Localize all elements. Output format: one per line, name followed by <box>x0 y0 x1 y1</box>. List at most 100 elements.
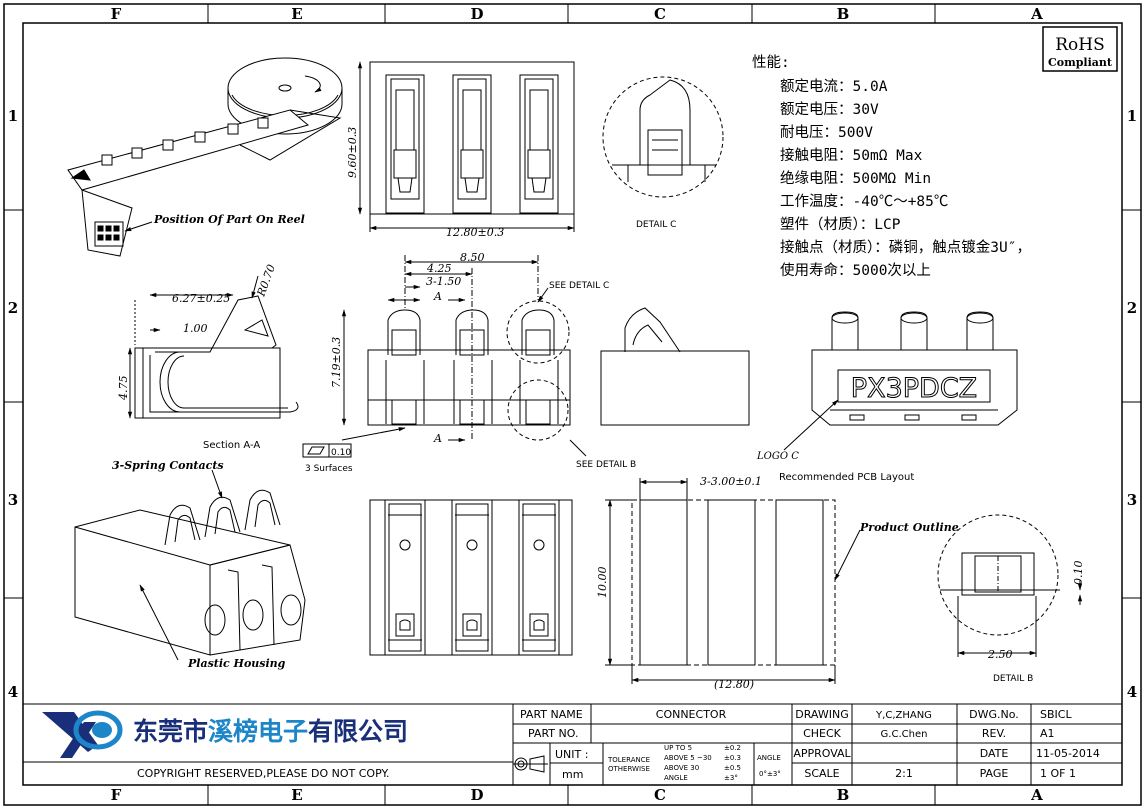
detail-b-label: DETAIL B <box>993 674 1033 684</box>
detail-b-view <box>937 514 1083 657</box>
tol-value: ±0.5 <box>724 764 741 772</box>
tol-value: ±3° <box>724 774 738 782</box>
row-label: 3 <box>1127 491 1137 509</box>
col-label: B <box>837 5 850 23</box>
drawing-value: Y,C,ZHANG <box>875 710 932 721</box>
pcb-height-dim: 10.00 <box>596 567 609 599</box>
rohs-stamp: RoHS Compliant <box>1042 26 1118 72</box>
dim-text: 3-1.50 <box>426 275 461 288</box>
col-label: D <box>470 786 483 804</box>
bottom-view <box>369 499 573 656</box>
drawing-label: DRAWING <box>795 708 848 721</box>
copyright: COPYRIGHT RESERVED,PLEASE DO NOT COPY. <box>137 767 389 780</box>
check-label: CHECK <box>803 727 842 740</box>
col-label: F <box>111 5 122 23</box>
row-label: 2 <box>8 299 18 317</box>
dim-text: A <box>433 290 442 303</box>
part-name-label: PART NAME <box>520 708 583 721</box>
specs-heading: 性能: <box>752 54 790 71</box>
unit-label: UNIT : <box>555 748 588 761</box>
border-frame <box>3 3 1142 806</box>
angle-value: 0°±3° <box>759 770 781 778</box>
row-label: 2 <box>1127 299 1137 317</box>
border-labels: F E D C B A F E D C B A 1 2 3 4 1 2 3 4 <box>8 5 1137 804</box>
logo-marking: PX3PDCZ <box>851 373 977 404</box>
dwg-value: SBICL <box>1040 708 1072 721</box>
page-value: 1 OF 1 <box>1040 767 1076 780</box>
page-label: PAGE <box>980 767 1009 780</box>
flatness-note: 3 Surfaces <box>305 464 353 474</box>
part-name-value: CONNECTOR <box>656 708 727 721</box>
angle-label: ANGLE <box>757 754 781 762</box>
col-label: E <box>291 786 302 804</box>
housing-label: Plastic Housing <box>187 657 286 670</box>
dim-text: 12.80±0.3 <box>446 226 504 239</box>
company-name: 东莞市溪榜电子有限公司 <box>133 717 408 746</box>
tol-range: ANGLE <box>664 774 688 782</box>
see-detail-b: SEE DETAIL B <box>576 460 636 470</box>
section-aa-view <box>127 275 299 419</box>
front-3d-view <box>783 311 1018 451</box>
dwg-label: DWG.No. <box>969 708 1019 721</box>
check-value: G.C.Chen <box>881 729 928 740</box>
flatness-value: 0.10 <box>331 448 351 458</box>
dim-text: 7.19±0.3 <box>330 337 343 388</box>
specs-block: 性能: 额定电流：5.0A 额定电压：30V 耐电压：500V 接触电阻：50m… <box>752 54 1031 279</box>
rev-value: A1 <box>1040 727 1055 740</box>
scale-value: 2:1 <box>895 767 913 780</box>
spec-item: 使用寿命：5000次以上 <box>780 261 931 279</box>
spec-item: 额定电压：30V <box>780 101 879 118</box>
col-label: B <box>837 786 850 804</box>
dim-text: 6.27±0.25 <box>172 292 230 305</box>
reel-note: Position Of Part On Reel <box>153 213 305 226</box>
row-label: 4 <box>8 683 18 701</box>
row-label: 1 <box>1127 107 1137 125</box>
spec-item: 耐电压：500V <box>780 124 873 141</box>
detail-b-dim: 0.10 <box>1072 561 1085 586</box>
reel-view <box>67 57 343 257</box>
spec-item: 接触电阻：50mΩ Max <box>780 147 923 164</box>
detail-c-label: DETAIL C <box>636 220 676 230</box>
spec-item: 接触点（材质）：磷铜，触点镀金3U″， <box>780 239 1031 256</box>
dim-text: R0.70 <box>254 263 278 299</box>
product-outline-label: Product Outline <box>859 521 959 534</box>
unit-value: mm <box>562 768 583 781</box>
dim-text: 1.00 <box>183 322 208 335</box>
tol-range: ABOVE 30 <box>664 764 699 772</box>
top-view <box>357 61 575 232</box>
title-block <box>22 703 1123 786</box>
spec-item: 额定电流：5.0A <box>780 78 888 95</box>
dim-text: 9.60±0.3 <box>346 127 359 178</box>
col-label: A <box>1030 786 1043 804</box>
dim-text: 4.25 <box>426 262 452 275</box>
isometric-view <box>74 469 306 661</box>
rohs-title: RoHS <box>1055 35 1105 55</box>
date-label: DATE <box>980 747 1009 760</box>
section-label: Section A-A <box>203 440 260 451</box>
col-label: D <box>470 5 483 23</box>
dim-text: 4.75 <box>117 376 130 402</box>
company-logo <box>42 710 123 758</box>
tolerance-label: OTHERWISE <box>608 765 650 773</box>
part-no-label: PART NO. <box>528 727 578 740</box>
rohs-subtitle: Compliant <box>1048 56 1113 69</box>
logo-label: LOGO C <box>756 451 799 462</box>
col-label: C <box>654 786 666 804</box>
col-label: F <box>111 786 122 804</box>
approval-label: APPROVAL <box>793 747 851 760</box>
pcb-width-dim: (12.80) <box>714 678 754 691</box>
date-value: 11-05-2014 <box>1036 747 1100 760</box>
tol-range: ABOVE 5 ~30 <box>664 754 712 762</box>
side-view <box>600 307 750 426</box>
pcb-title: Recommended PCB Layout <box>779 472 914 483</box>
tol-value: ±0.3 <box>724 754 741 762</box>
pcb-pad-dim: 3-3.00±0.1 <box>700 475 762 488</box>
col-label: C <box>654 5 666 23</box>
row-label: 1 <box>8 107 18 125</box>
dim-text: A <box>433 432 442 445</box>
see-detail-c: SEE DETAIL C <box>549 281 609 291</box>
pcb-layout <box>605 478 861 684</box>
row-label: 3 <box>8 491 18 509</box>
col-label: A <box>1030 5 1043 23</box>
